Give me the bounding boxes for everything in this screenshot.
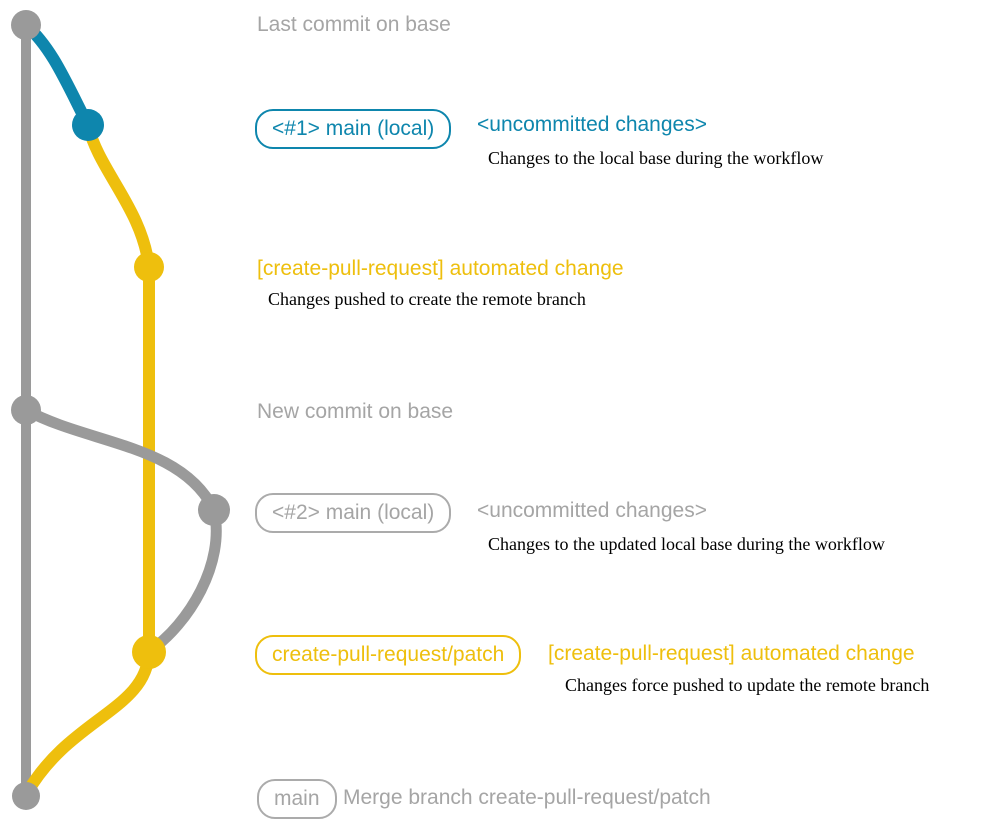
main-local-branch-line-2 — [20, 404, 220, 516]
uncommitted-changes-description-1: Changes to the local base during the wor… — [488, 148, 824, 168]
automated-change-heading-2: [create-pull-request] automated change — [548, 642, 915, 665]
branch-badge-main-local-2: <#2> main (local) — [255, 493, 452, 533]
branch-badge-main: main — [257, 779, 337, 819]
commit-node-automated-change-2 — [132, 635, 166, 669]
commit-node-new-commit-on-base — [11, 395, 41, 425]
automated-change-description-1: Changes pushed to create the remote bran… — [268, 289, 586, 309]
automated-change-heading-1: [create-pull-request] automated change — [257, 257, 624, 280]
patch-branch-line-merge — [21, 646, 155, 799]
automated-change-description-2: Changes force pushed to update the remot… — [565, 675, 930, 695]
commit-node-uncommitted-changes-1 — [72, 109, 104, 141]
branch-badge-main-local-1: <#1> main (local) — [255, 109, 452, 149]
last-commit-label: Last commit on base — [257, 13, 451, 36]
uncommitted-changes-heading-2: <uncommitted changes> — [477, 499, 707, 522]
merge-commit-heading: Merge branch create-pull-request/patch — [343, 786, 711, 809]
uncommitted-changes-heading-1: <uncommitted changes> — [477, 113, 707, 136]
commit-node-uncommitted-changes-2 — [198, 494, 230, 526]
new-commit-label: New commit on base — [257, 400, 454, 423]
main-local-branch-line-3 — [145, 504, 222, 656]
commit-node-merge-commit — [12, 782, 40, 810]
patch-branch-line-top — [82, 119, 155, 273]
uncommitted-changes-description-2: Changes to the updated local base during… — [488, 534, 885, 554]
branch-badge-patch: create-pull-request/patch — [255, 635, 522, 675]
main-local-branch-line-1 — [20, 19, 94, 131]
commit-node-last-commit-on-base — [11, 10, 41, 40]
commit-node-automated-change-1 — [134, 252, 164, 282]
